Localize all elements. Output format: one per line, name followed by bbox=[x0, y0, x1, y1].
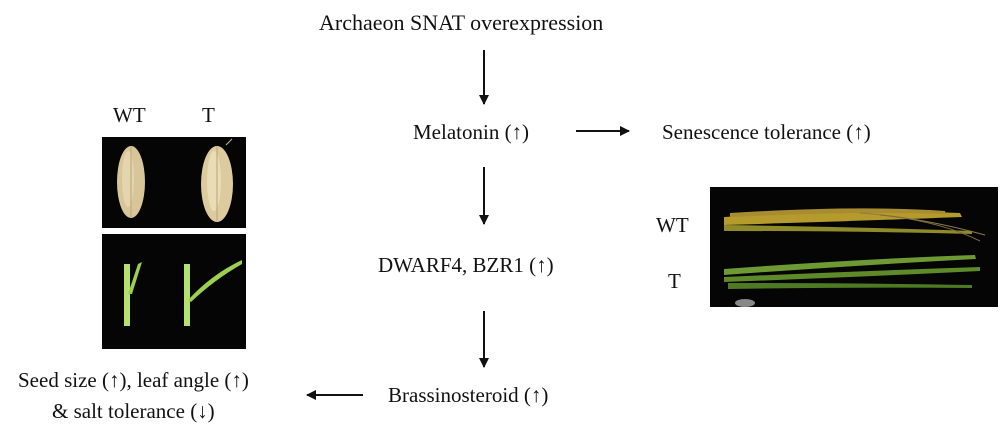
melatonin-node: Melatonin (↑) bbox=[413, 120, 530, 144]
seed-photo bbox=[102, 137, 246, 228]
seed-t bbox=[201, 138, 233, 222]
seed-label-t: T bbox=[202, 103, 215, 127]
phenotype-line-2: & salt tolerance (↓) bbox=[52, 399, 215, 423]
brassinosteroid-node: Brassinosteroid (↑) bbox=[388, 383, 549, 407]
leaf-label-t: T bbox=[668, 269, 681, 293]
senescence-leaf-photo bbox=[710, 187, 998, 307]
phenotype-line-1: Seed size (↑), leaf angle (↑) bbox=[18, 368, 249, 392]
dwarf4-bzr1-node: DWARF4, BZR1 (↑) bbox=[378, 253, 554, 277]
leaf-label-wt: WT bbox=[656, 213, 689, 237]
leaf-angle-wt bbox=[124, 262, 142, 326]
snat-overexpression-node: Archaeon SNAT overexpression bbox=[319, 10, 604, 35]
leaves-t bbox=[724, 255, 980, 289]
seed-label-wt: WT bbox=[113, 103, 146, 127]
leaf-angle-t bbox=[184, 260, 242, 326]
leaves-wt bbox=[724, 208, 986, 242]
seed-wt bbox=[117, 146, 145, 218]
senescence-tolerance-node: Senescence tolerance (↑) bbox=[662, 120, 871, 144]
leaf-angle-photo bbox=[102, 234, 246, 349]
